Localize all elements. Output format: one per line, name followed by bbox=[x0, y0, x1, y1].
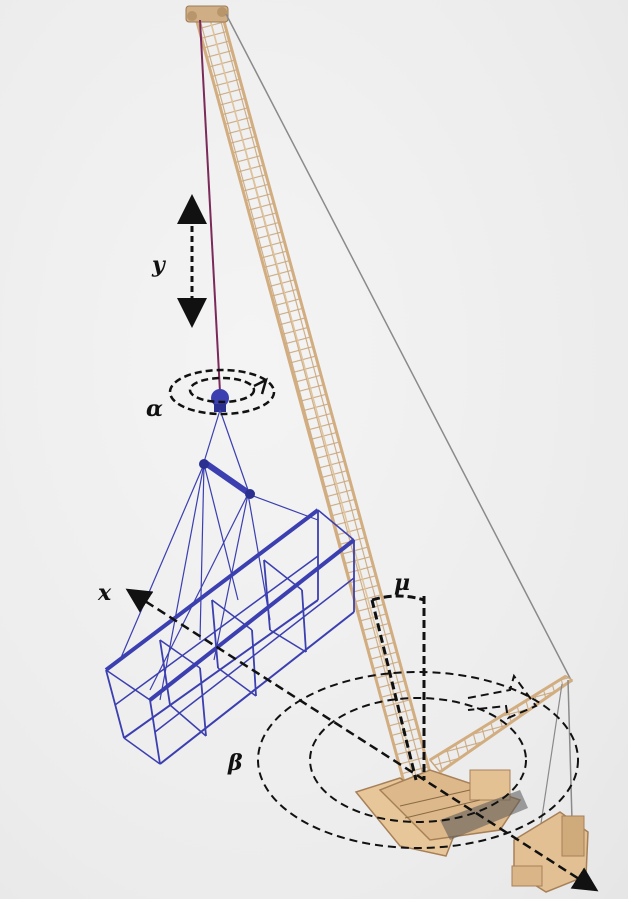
boom-angle-line bbox=[370, 599, 418, 781]
label-y: y bbox=[151, 252, 167, 278]
label-alpha: α bbox=[146, 396, 163, 422]
alpha-rotation-arrow bbox=[168, 368, 276, 416]
rigging bbox=[119, 409, 319, 701]
beta-rotation-arrow bbox=[257, 671, 579, 849]
hoist-line bbox=[199, 19, 221, 393]
main-boom bbox=[194, 13, 434, 787]
spreader-beam bbox=[199, 459, 255, 499]
stay-cable bbox=[225, 13, 573, 683]
x-arrow bbox=[125, 588, 599, 892]
boom-tip bbox=[185, 5, 229, 23]
scaffold-load bbox=[104, 508, 356, 765]
label-beta: β bbox=[227, 750, 243, 776]
crane-base bbox=[354, 769, 528, 857]
label-x: x bbox=[97, 580, 112, 606]
mu-angle bbox=[371, 594, 426, 780]
label-mu: μ bbox=[394, 570, 410, 596]
counterweight bbox=[511, 811, 589, 893]
